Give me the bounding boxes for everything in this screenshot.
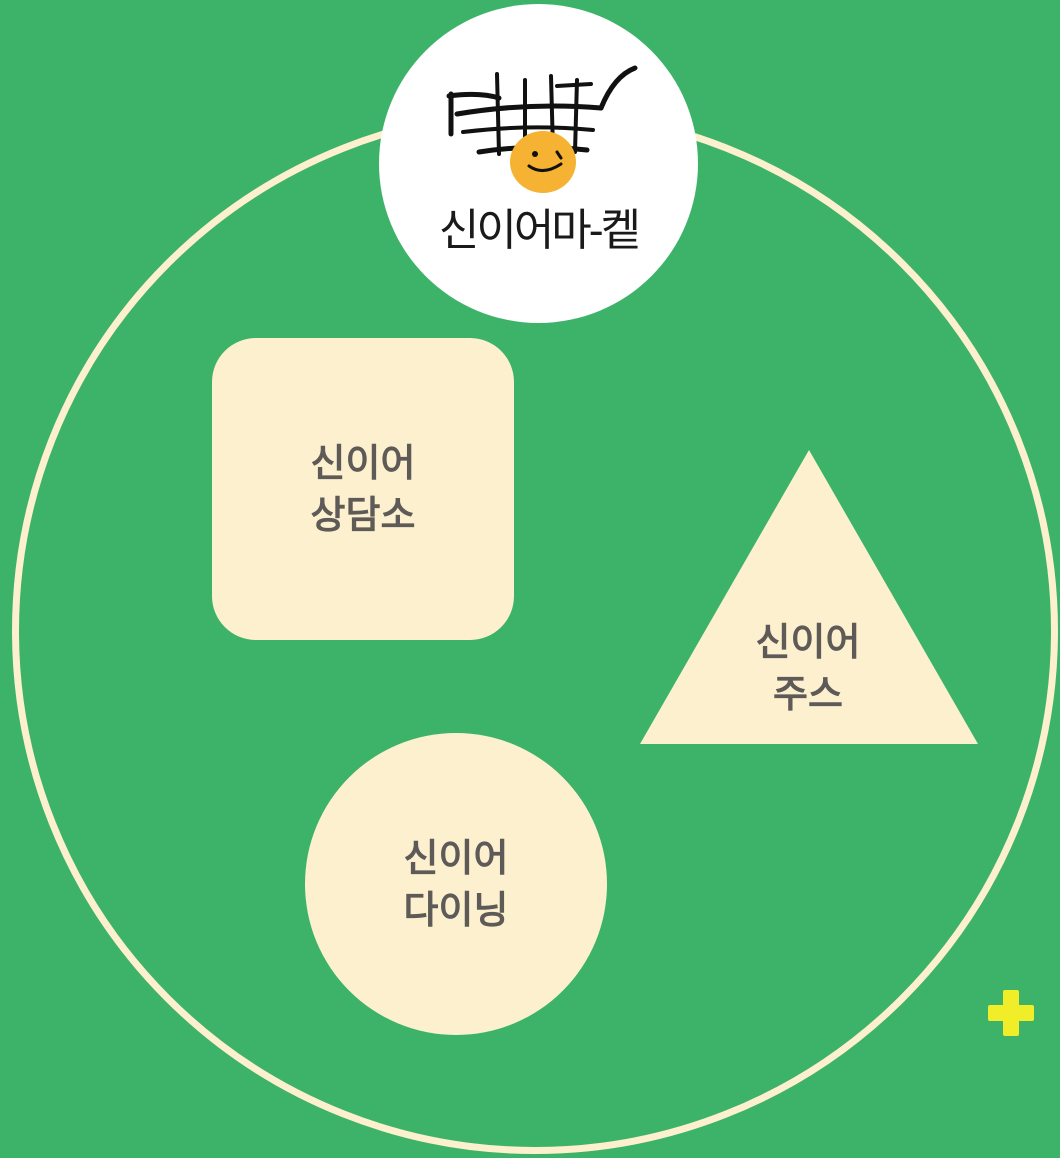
logo-text: 신이어마-켙 bbox=[438, 205, 641, 256]
dining-line1: 신이어 bbox=[403, 836, 509, 880]
juice-shape[interactable] bbox=[638, 448, 980, 746]
logo-badge: 신이어마-켙 bbox=[379, 4, 698, 323]
dining-line2: 다이닝 bbox=[403, 888, 509, 932]
counseling-line2: 상담소 bbox=[310, 493, 416, 537]
dining-label: 신이어 다이닝 bbox=[305, 733, 607, 1035]
counseling-shape[interactable]: 신이어 상담소 bbox=[212, 338, 514, 640]
counseling-line1: 신이어 bbox=[310, 441, 416, 485]
shopping-cart-smiley-icon bbox=[446, 65, 638, 193]
counseling-label: 신이어 상담소 bbox=[212, 338, 514, 640]
plus-icon bbox=[988, 990, 1034, 1036]
dining-shape[interactable]: 신이어 다이닝 bbox=[305, 733, 607, 1035]
juice-label: 신이어 주스 bbox=[708, 608, 908, 728]
juice-line2: 주스 bbox=[773, 672, 843, 716]
juice-line1: 신이어 bbox=[755, 620, 861, 664]
plus-bar-vertical bbox=[1003, 990, 1019, 1036]
